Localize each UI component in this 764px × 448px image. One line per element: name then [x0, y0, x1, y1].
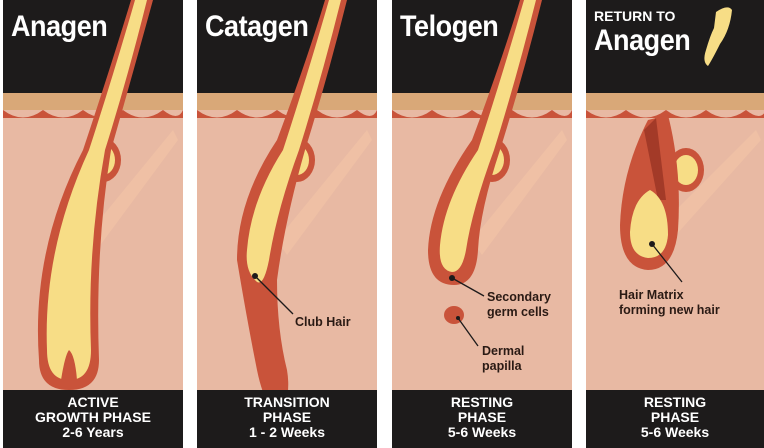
caption-line: PHASE: [650, 409, 700, 425]
panel-return-to-anagen: RETURN TO Anagen Hair Matrix forming new…: [586, 0, 764, 448]
phase-caption: TRANSITION PHASE 1 - 2 Weeks: [197, 390, 377, 448]
caption-duration: 2-6 Years: [62, 424, 124, 440]
telogen-follicle-illustration: [392, 0, 572, 347]
dermal-papilla-label: Dermal papilla: [482, 344, 524, 374]
caption-line: ACTIVE: [67, 394, 119, 410]
panel-anagen: Anagen ACTIVE GROWTH PHASE 2-6 Years: [3, 0, 183, 448]
phase-caption: RESTING PHASE 5-6 Weeks: [392, 390, 572, 448]
new-anagen-follicle-illustration: [586, 0, 764, 283]
label-line: forming new hair: [619, 303, 720, 317]
club-hair-label: Club Hair: [295, 315, 351, 329]
phase-title: Anagen: [11, 10, 108, 43]
label-line: Secondary: [487, 290, 551, 304]
phase-title: Anagen: [594, 24, 691, 57]
caption-duration: 5-6 Weeks: [640, 424, 710, 440]
hair-matrix-label: Hair Matrix forming new hair: [619, 288, 720, 318]
caption-line: PHASE: [262, 409, 312, 425]
caption-line: GROWTH PHASE: [35, 409, 151, 425]
panel-telogen: Telogen Secondary germ cells Dermal papi…: [392, 0, 572, 448]
label-line: germ cells: [487, 305, 549, 319]
anagen-follicle-illustration: [3, 0, 183, 390]
caption-line: RESTING: [450, 394, 514, 410]
panel-catagen: Catagen Club Hair TRANSITION PHASE 1 - 2…: [197, 0, 377, 448]
caption-line: PHASE: [457, 409, 507, 425]
phase-caption: RESTING PHASE 5-6 Weeks: [586, 390, 764, 448]
phase-pretitle: RETURN TO: [594, 8, 676, 24]
label-line: Hair Matrix: [619, 288, 684, 302]
caption-line: TRANSITION: [244, 394, 330, 410]
phase-caption: ACTIVE GROWTH PHASE 2-6 Years: [3, 390, 183, 448]
secondary-germ-cells-label: Secondary germ cells: [487, 290, 551, 320]
caption-duration: 5-6 Weeks: [447, 424, 517, 440]
label-line: Dermal: [482, 344, 525, 358]
phase-title: Catagen: [205, 10, 309, 43]
phase-title: Telogen: [400, 10, 499, 43]
catagen-follicle-illustration: [197, 0, 377, 420]
label-line: papilla: [482, 359, 522, 373]
caption-line: RESTING: [643, 394, 707, 410]
caption-duration: 1 - 2 Weeks: [248, 424, 325, 440]
